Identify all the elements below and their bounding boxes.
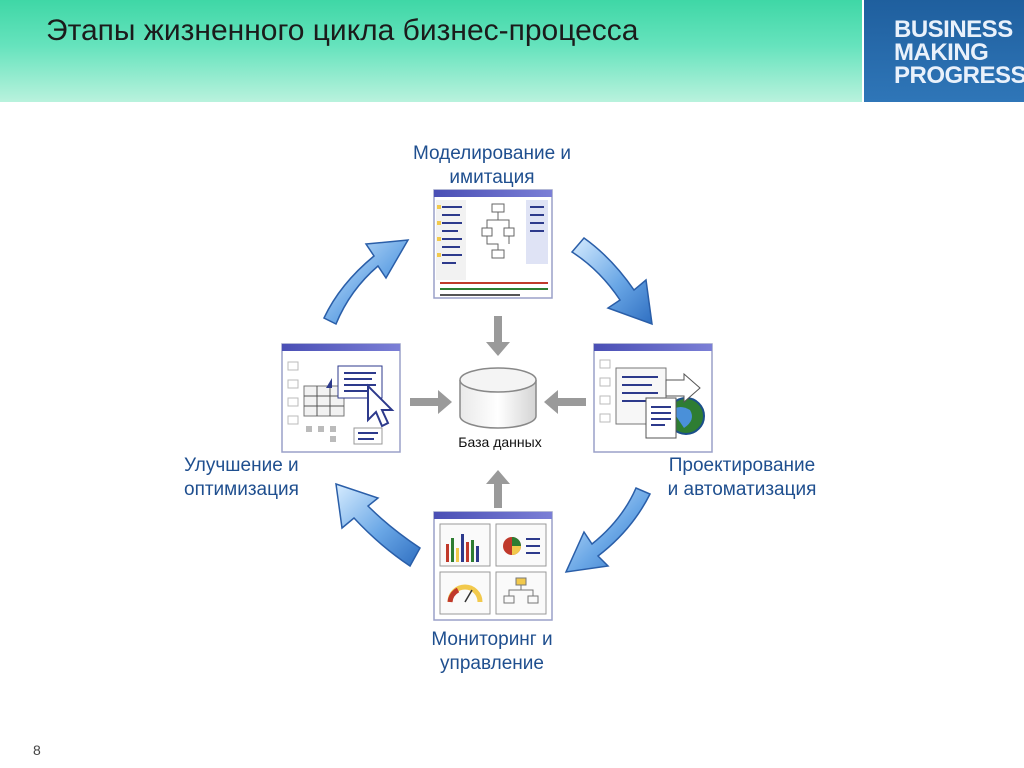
stage-label-design-line1: Проектирование [668, 455, 816, 476]
stage-label-optimization: Улучшение и оптимизация [184, 454, 334, 502]
page-number: 8 [33, 742, 41, 758]
database-label: База данных [458, 434, 542, 450]
db-arrow-from-top [486, 316, 510, 356]
db-arrow-from-right [544, 390, 586, 414]
db-arrow-from-bottom [486, 470, 510, 508]
window-optimization [281, 343, 401, 453]
brand-line-1: BUSINESS [894, 16, 1013, 43]
brand-line-3: PROGRESS [894, 62, 1024, 89]
stage-label-modeling-line1: Моделирование и [412, 143, 572, 164]
window-design [593, 343, 713, 453]
stage-label-monitoring-line2: управление [440, 653, 544, 674]
cycle-arrow-bottom-right [564, 487, 652, 573]
header-bar: Этапы жизненного цикла бизнес-процесса [0, 0, 862, 102]
stage-label-optimization-line2: оптимизация [184, 479, 299, 500]
window-monitoring [433, 511, 553, 621]
brand-logo: BUSINESS MAKING PROGRESS ™ [864, 0, 1024, 102]
stage-label-modeling: Моделирование и имитация [396, 142, 588, 190]
slide-title: Этапы жизненного цикла бизнес-процесса [46, 14, 639, 47]
database-icon [459, 367, 537, 429]
brand-line-2: MAKING [894, 39, 989, 66]
stage-label-monitoring-line1: Мониторинг и [431, 629, 553, 650]
stage-label-design: Проектирование и автоматизация [650, 454, 834, 502]
stage-label-design-line2: и автоматизация [667, 479, 817, 500]
stage-label-modeling-line2: имитация [449, 167, 535, 188]
cycle-arrow-top-left [323, 239, 410, 326]
window-modeling [433, 189, 553, 299]
cycle-arrow-top-right [570, 236, 653, 326]
stage-label-optimization-line1: Улучшение и [184, 455, 299, 476]
db-arrow-from-left [410, 390, 452, 414]
cycle-arrow-bottom-left [335, 482, 421, 568]
stage-label-monitoring: Мониторинг и управление [410, 628, 574, 676]
brand-trademark: ™ [994, 78, 1000, 84]
